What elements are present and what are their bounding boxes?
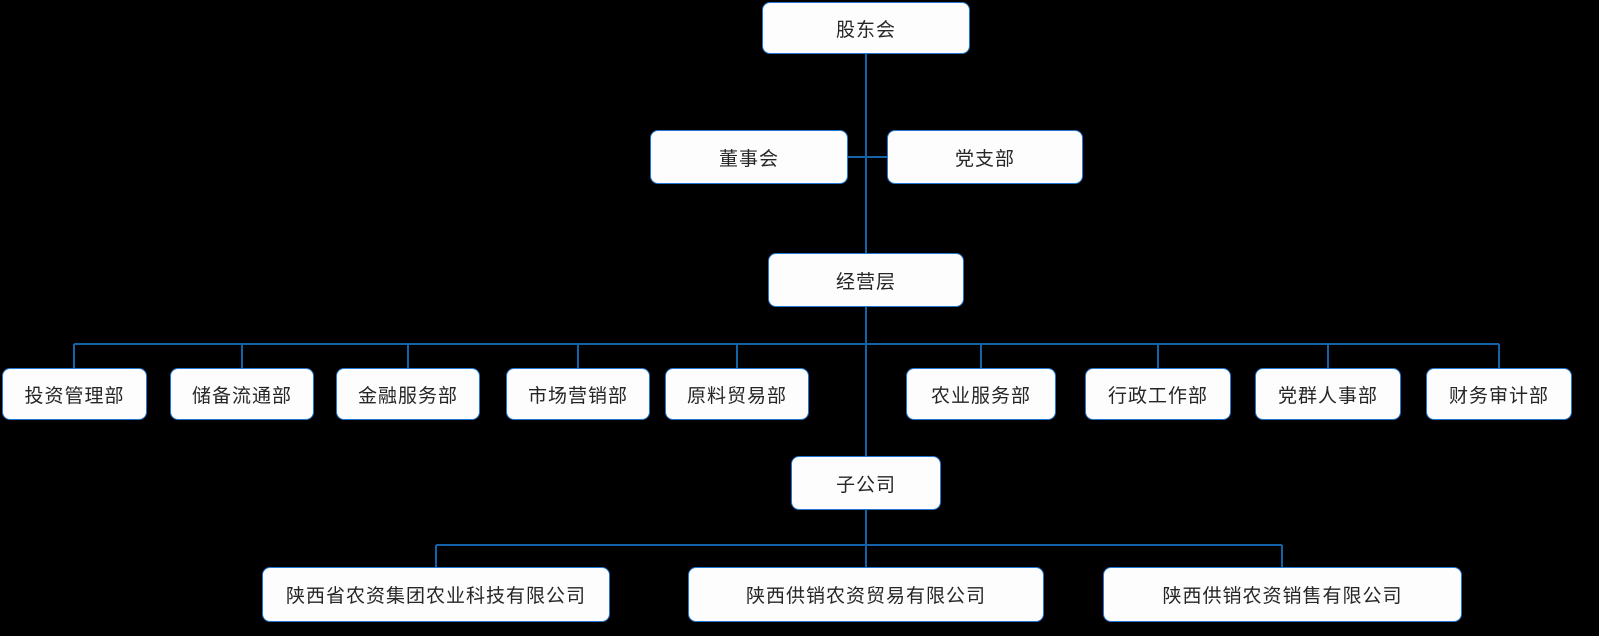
node-board-of-directors: 董事会 [650,130,848,184]
node-dept-raw-material-trade: 原料贸易部 [665,368,809,420]
node-party-branch: 党支部 [887,130,1083,184]
node-dept-reserve-circulation: 储备流通部 [170,368,314,420]
node-subsidiaries-group: 子公司 [791,456,941,510]
node-dept-party-mass-personnel: 党群人事部 [1255,368,1401,420]
node-dept-investment-management: 投资管理部 [2,368,147,420]
node-management-layer: 经营层 [768,253,964,307]
node-company-agri-trade: 陕西供销农资贸易有限公司 [688,567,1044,622]
node-company-agri-sales: 陕西供销农资销售有限公司 [1103,567,1462,622]
node-company-agri-tech: 陕西省农资集团农业科技有限公司 [262,567,610,622]
node-dept-marketing: 市场营销部 [506,368,650,420]
node-dept-financial-services: 金融服务部 [336,368,480,420]
node-dept-administrative-work: 行政工作部 [1085,368,1231,420]
node-dept-finance-audit: 财务审计部 [1426,368,1572,420]
node-shareholders-meeting: 股东会 [762,2,970,54]
node-dept-agricultural-services: 农业服务部 [906,368,1056,420]
